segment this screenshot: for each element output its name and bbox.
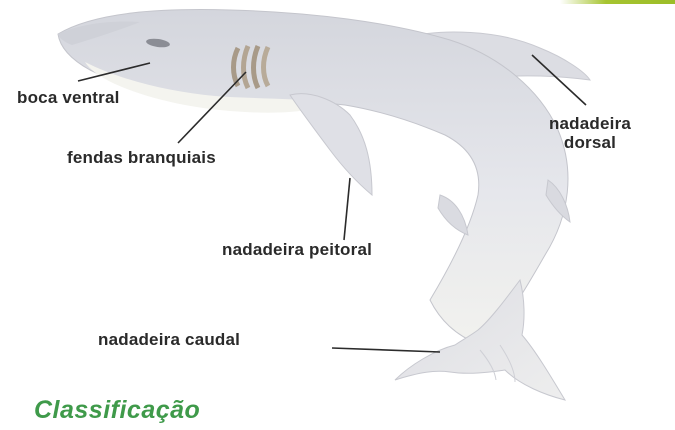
label-fendas-branquiais: fendas branquiais <box>67 148 216 168</box>
leader-pectoral <box>344 178 350 240</box>
label-dorsal-line2: dorsal <box>540 133 640 152</box>
section-heading-classificacao: Classificação <box>34 396 200 425</box>
shark-body <box>58 10 568 345</box>
label-nadadeira-peitoral: nadadeira peitoral <box>222 240 372 260</box>
pectoral-fin <box>290 94 372 195</box>
label-nadadeira-caudal: nadadeira caudal <box>98 330 240 350</box>
label-dorsal-line1: nadadeira <box>540 114 640 133</box>
pelvic-fin <box>438 195 468 235</box>
label-nadadeira-dorsal: nadadeira dorsal <box>540 114 640 152</box>
leader-caudal <box>332 348 440 352</box>
label-boca-ventral: boca ventral <box>17 88 120 108</box>
